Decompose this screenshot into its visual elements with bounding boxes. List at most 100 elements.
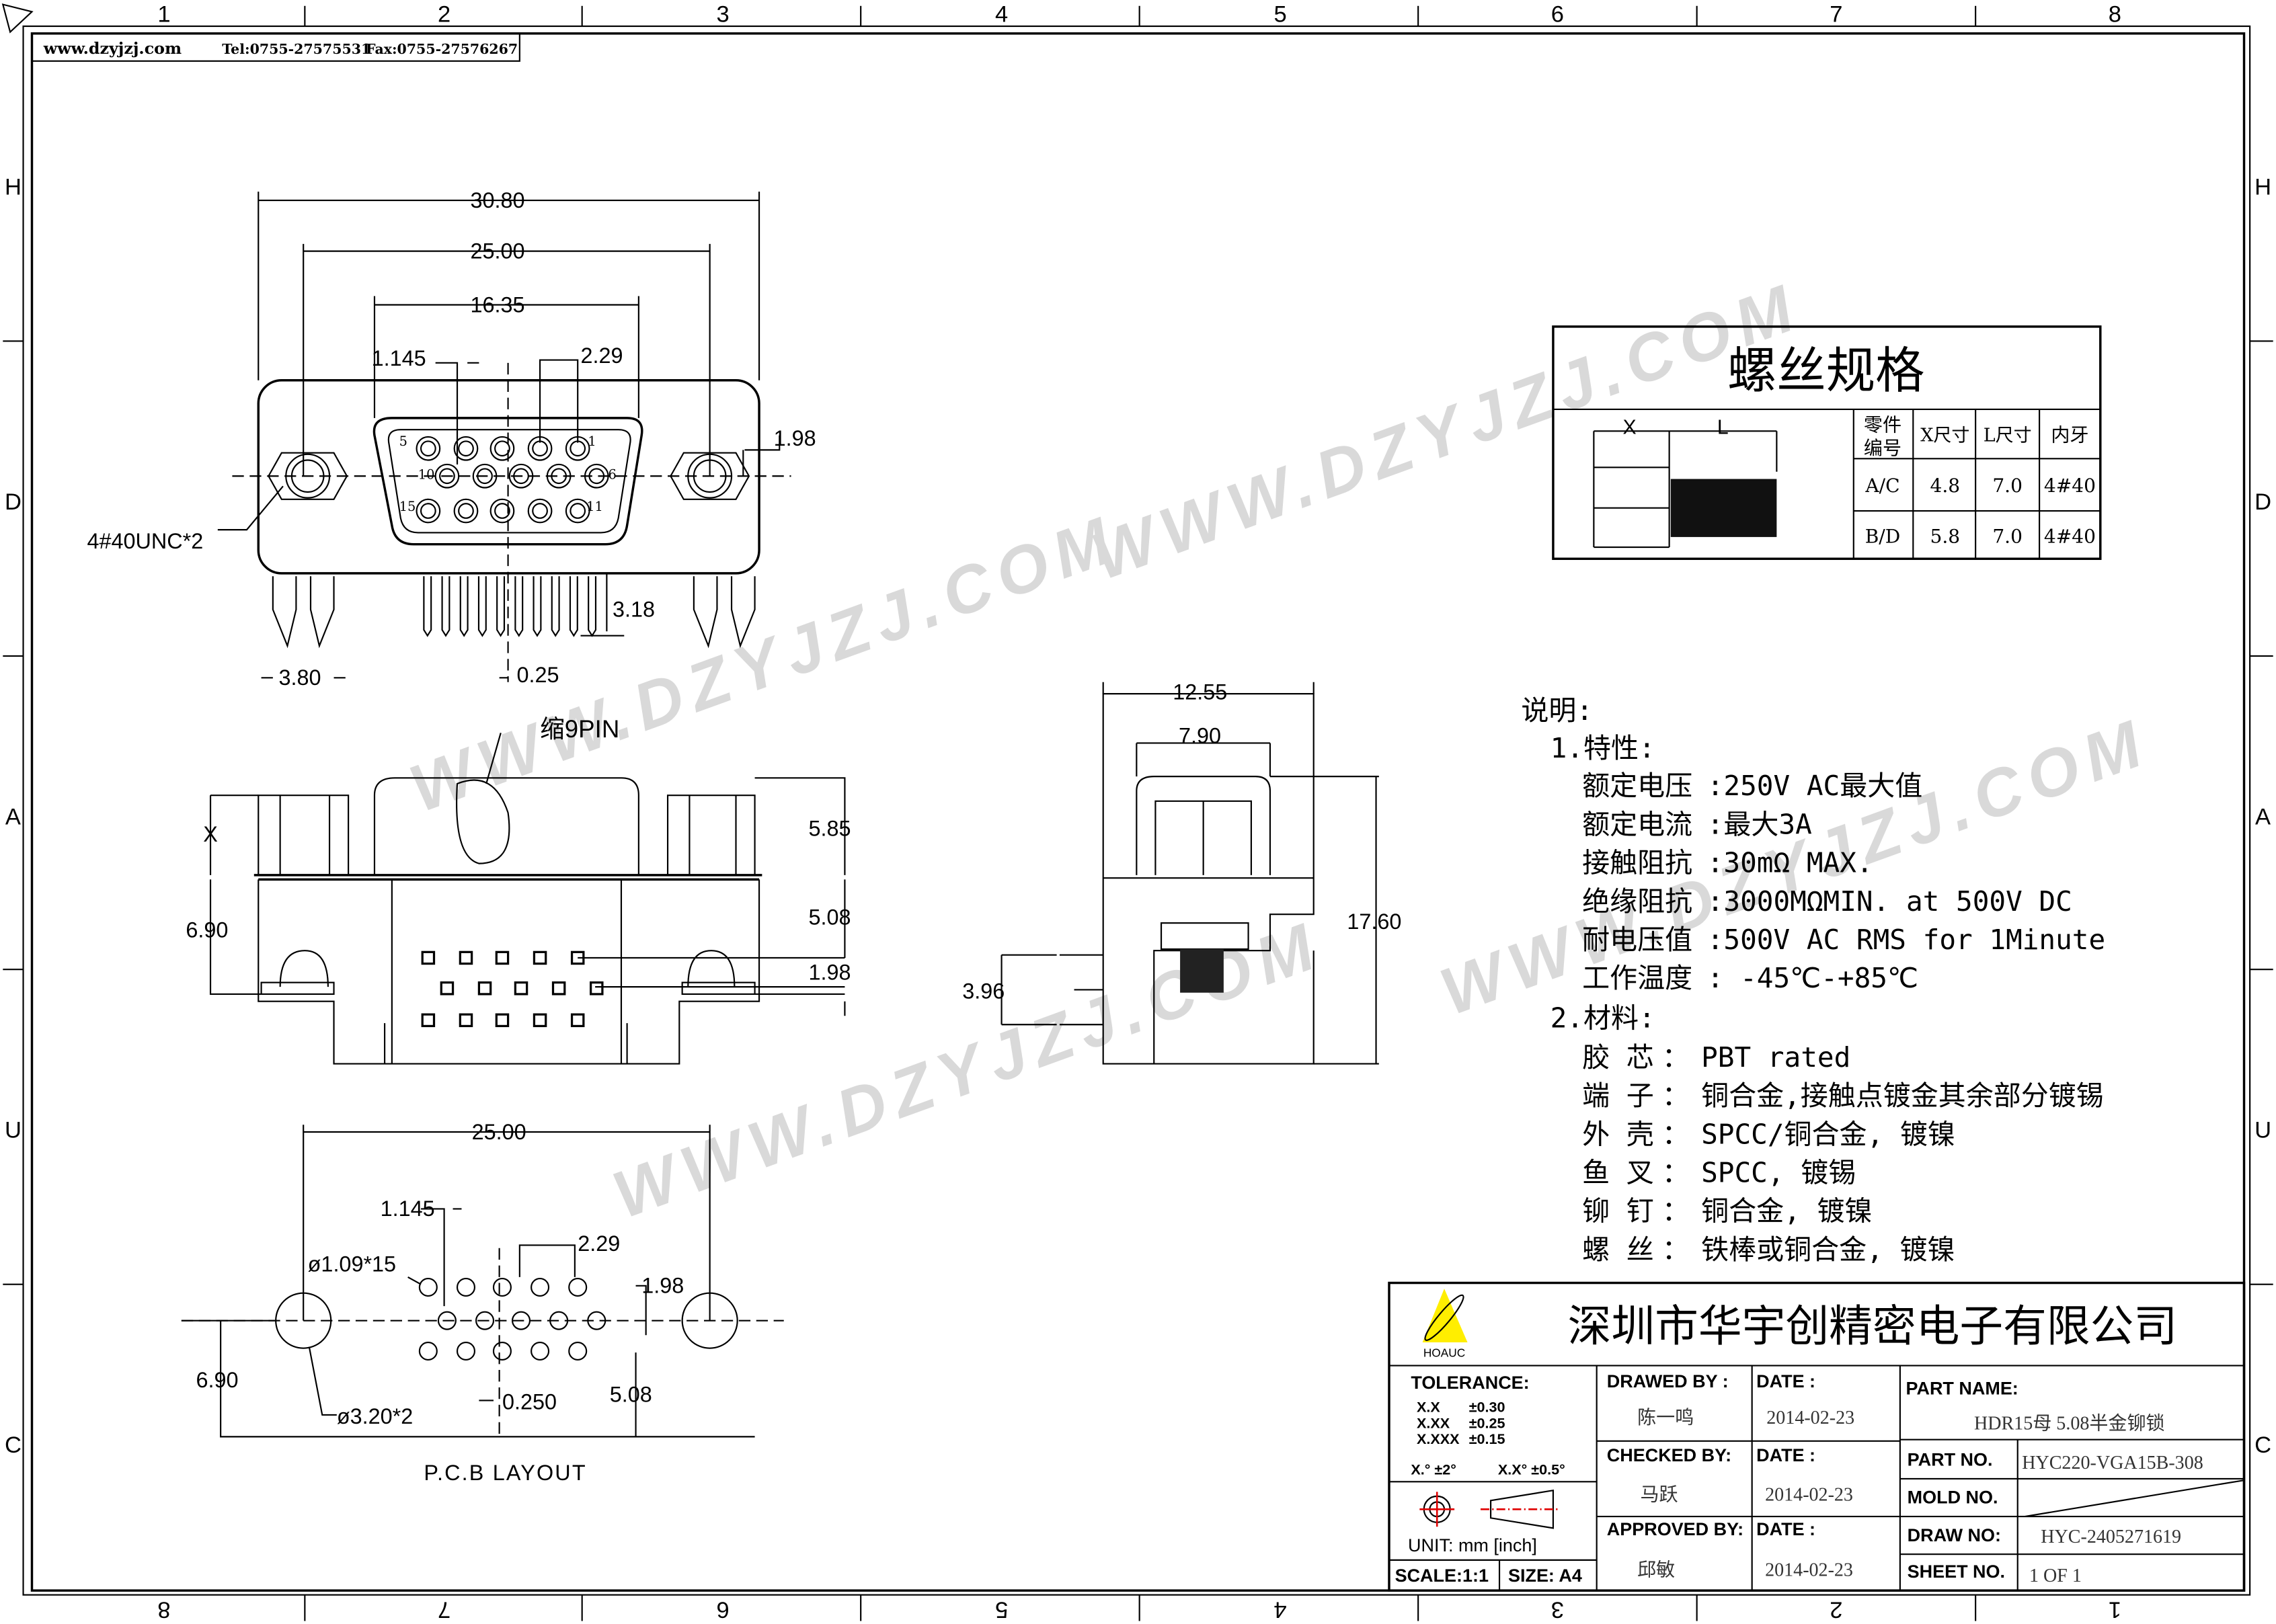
- tolerance-key: X.XX: [1417, 1414, 1450, 1431]
- contact-pin: [453, 498, 479, 524]
- pin-tail: [477, 576, 487, 637]
- angle-tolerance-2: X.X° ±0.5°: [1498, 1461, 1565, 1477]
- material-value: 铜合金,接触点镀金其余部分镀锡: [1701, 1080, 2104, 1112]
- pin-tail: [569, 576, 578, 637]
- material-colon: ：: [1662, 1041, 1690, 1073]
- contact-pin-inner: [570, 503, 586, 519]
- material-value: SPCC/铜合金, 镀镍: [1701, 1118, 1955, 1150]
- pcb-dim-offset: 0.250: [502, 1389, 557, 1414]
- pin-tail: [533, 576, 542, 637]
- property-value: :250V AC最大值: [1707, 770, 1922, 802]
- contact-pin-inner: [494, 440, 510, 457]
- date-label: DATE :: [1756, 1445, 1815, 1465]
- material-colon: ：: [1662, 1118, 1690, 1150]
- material-label: 胶 芯: [1582, 1041, 1654, 1073]
- contact-pin: [489, 498, 515, 524]
- zone-label-right: D: [2254, 489, 2271, 515]
- drawed-by-label: DRAWED BY :: [1607, 1371, 1729, 1391]
- pin-label-5: 5: [399, 434, 407, 449]
- tolerance-value: ±0.30: [1469, 1399, 1505, 1416]
- zone-label-right: C: [2254, 1432, 2271, 1458]
- part-no: HYC220-VGA15B-308: [2022, 1453, 2203, 1473]
- zone-label-bottom: 2: [1830, 1596, 1842, 1622]
- tolerance-label: TOLERANCE:: [1411, 1373, 1529, 1393]
- pcb-dim-edge: 6.90: [196, 1368, 238, 1392]
- dim-pin-length: 3.18: [613, 598, 655, 622]
- zone-label-bottom: 7: [438, 1596, 450, 1622]
- pin-square: [590, 981, 604, 996]
- tolerance-value: ±0.25: [1469, 1414, 1505, 1431]
- projection-symbol-icon: [1419, 1489, 1559, 1529]
- cell-x: 4.8: [1930, 475, 1960, 497]
- header-part-no-line1: 零件: [1864, 413, 1901, 436]
- header-thread: 内牙: [2051, 423, 2088, 446]
- zone-label-left: H: [5, 174, 22, 200]
- dim-overall-width: 30.80: [470, 188, 524, 212]
- pin-square: [495, 1013, 510, 1028]
- cell-thread: 4#40: [2044, 526, 2096, 548]
- material-label: 端 子: [1582, 1080, 1654, 1112]
- size-label: SIZE: A4: [1508, 1566, 1582, 1586]
- contact-pin: [416, 436, 441, 461]
- contact-pin: [489, 436, 515, 461]
- zone-label-bottom: 6: [716, 1596, 729, 1622]
- pcb-hole: [531, 1277, 550, 1297]
- dim-row-offset: 1.98: [774, 426, 816, 450]
- tolerance-key: X.XXX: [1417, 1430, 1460, 1447]
- part-name-label: PART NAME:: [1906, 1379, 2018, 1399]
- cell-x: 5.8: [1930, 526, 1960, 548]
- tel-text: Tel:0755-27575531: [222, 41, 370, 57]
- contact-pin-inner: [420, 503, 436, 519]
- pin-tail: [496, 576, 506, 637]
- angle-tolerance-1: X.° ±2°: [1411, 1461, 1456, 1477]
- pcb-hole: [492, 1341, 512, 1361]
- zone-label-top: 8: [2109, 2, 2121, 28]
- zone-label-bottom: 5: [995, 1596, 1008, 1622]
- part-no-label: PART NO.: [1908, 1450, 1993, 1470]
- pcb-dim-row-span: 5.08: [610, 1383, 652, 1407]
- property-value: :30mΩ MAX.: [1707, 847, 1873, 879]
- date-label: DATE :: [1756, 1371, 1815, 1391]
- zone-label-left: D: [5, 489, 22, 515]
- dim-pin-span: 3.96: [962, 979, 1005, 1003]
- zone-label-right: H: [2254, 174, 2271, 200]
- pin-square: [533, 1013, 547, 1028]
- dim-x: X: [203, 822, 218, 846]
- scale-label: SCALE:1:1: [1395, 1566, 1489, 1586]
- zone-label-left: A: [5, 804, 21, 829]
- tolerance-value: ±0.15: [1469, 1430, 1505, 1447]
- title-block: HOAUC 深圳市华宇创精密电子有限公司 TOLERANCE: X.X ±0.3…: [1388, 1281, 2246, 1592]
- material-colon: ：: [1662, 1080, 1690, 1112]
- cell-part: A/C: [1865, 475, 1899, 497]
- notes-section-properties: 1.特性:: [1551, 732, 1655, 764]
- property-label: 耐电压值: [1582, 924, 1692, 956]
- contact-pin: [565, 498, 590, 524]
- sheet-no: 1 OF 1: [2029, 1566, 2082, 1586]
- date-approved: 2014-02-23: [1765, 1560, 1853, 1581]
- pin-square: [495, 950, 510, 965]
- dim-hex-height: 5.85: [808, 817, 851, 841]
- contact-pin-inner: [439, 468, 455, 485]
- dim-leg-width: 3.80: [278, 665, 321, 690]
- mold-no-label: MOLD NO.: [1908, 1488, 1998, 1508]
- pin-square: [421, 950, 436, 965]
- screw-spec-title: 螺丝规格: [1727, 343, 1925, 400]
- pcb-dim-pitch: 2.29: [578, 1231, 620, 1256]
- pin-square: [459, 1013, 473, 1028]
- header-x-size: X尺寸: [1920, 425, 1969, 446]
- fax-text: Fax:0755-27576267: [366, 41, 518, 57]
- contact-pin-inner: [494, 503, 510, 519]
- zone-label-bottom: 8: [157, 1596, 170, 1622]
- side-view: 12.55 7.90 17.60 3.96: [962, 680, 1401, 1065]
- approved-by-label: APPROVED BY:: [1607, 1519, 1743, 1539]
- material-colon: ：: [1662, 1233, 1690, 1266]
- contact-pin-inner: [420, 440, 436, 457]
- pin-square: [459, 950, 473, 965]
- material-value: 铜合金, 镀镍: [1701, 1195, 1872, 1227]
- pin-tail: [514, 576, 524, 637]
- unit-label: UNIT: mm [inch]: [1408, 1535, 1537, 1555]
- zone-label-left: C: [5, 1432, 22, 1458]
- header-box: www.dzyjzj.com Tel:0755-27575531 Fax:075…: [31, 32, 520, 62]
- pin-tail: [551, 576, 560, 637]
